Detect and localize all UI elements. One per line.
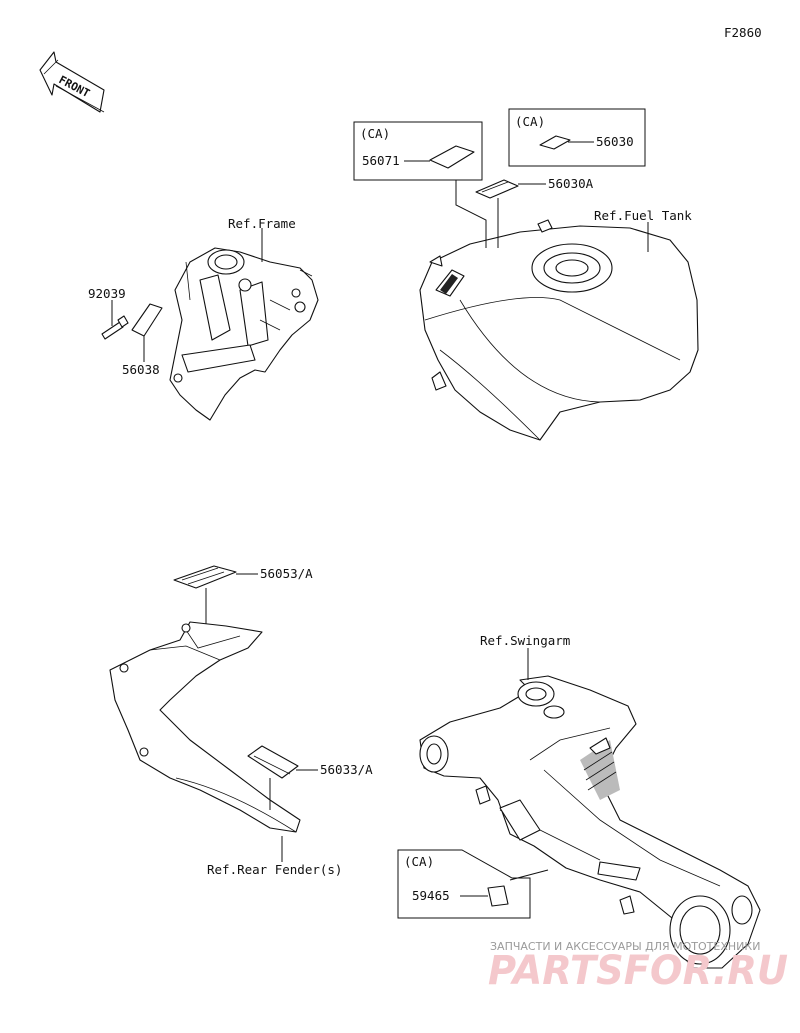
ca-label-3: (CA) <box>404 854 434 869</box>
label-56033A: 56033/A <box>320 762 373 777</box>
label-59465: 59465 <box>412 888 450 903</box>
diagram-code: F2860 <box>724 25 762 40</box>
ca-box-59465 <box>397 849 531 919</box>
swingarm-drawing <box>419 675 761 969</box>
ca-box-56030 <box>508 108 646 167</box>
front-arrow-icon: FRONT <box>39 51 105 113</box>
watermark-tagline: ЗАПЧАСТИ И АКСЕССУАРЫ ДЛЯ МОТОТЕХНИКИ <box>490 940 760 953</box>
label-56030A: 56030A <box>548 176 594 191</box>
plate-56038 <box>131 303 163 337</box>
ca-label-1: (CA) <box>360 126 390 141</box>
sticker-56030A-line <box>481 181 509 193</box>
sticker-56033A <box>247 745 299 779</box>
label-ref-rear-fender: Ref.Rear Fender(s) <box>207 862 342 877</box>
label-92039: 92039 <box>88 286 126 301</box>
leader-56071-v <box>455 180 487 248</box>
sticker-56053A <box>173 565 237 589</box>
watermark-brand: PARTSFOR.RU <box>488 948 788 994</box>
sticker-56053A-lines <box>181 567 225 585</box>
sticker-56033A-line <box>253 755 291 775</box>
label-ref-swingarm: Ref.Swingarm <box>480 633 570 648</box>
label-ref-frame: Ref.Frame <box>228 216 296 231</box>
label-56071: 56071 <box>362 153 400 168</box>
fuel-tank-drawing <box>419 219 699 441</box>
sticker-59465 <box>487 885 509 907</box>
rivet-92039 <box>101 315 129 340</box>
label-56038: 56038 <box>122 362 160 377</box>
sticker-56030 <box>539 135 571 150</box>
label-ref-fuel-tank: Ref.Fuel Tank <box>594 208 692 223</box>
sticker-56071 <box>429 145 475 169</box>
label-56030: 56030 <box>596 134 634 149</box>
leader-59465-v <box>509 869 549 881</box>
label-sticker-56030A <box>475 179 519 199</box>
label-56053A: 56053/A <box>260 566 313 581</box>
ca-label-2: (CA) <box>515 114 545 129</box>
rear-fender-drawing <box>109 621 301 833</box>
frame-drawing <box>169 247 319 421</box>
ca-box-56071 <box>353 121 483 181</box>
